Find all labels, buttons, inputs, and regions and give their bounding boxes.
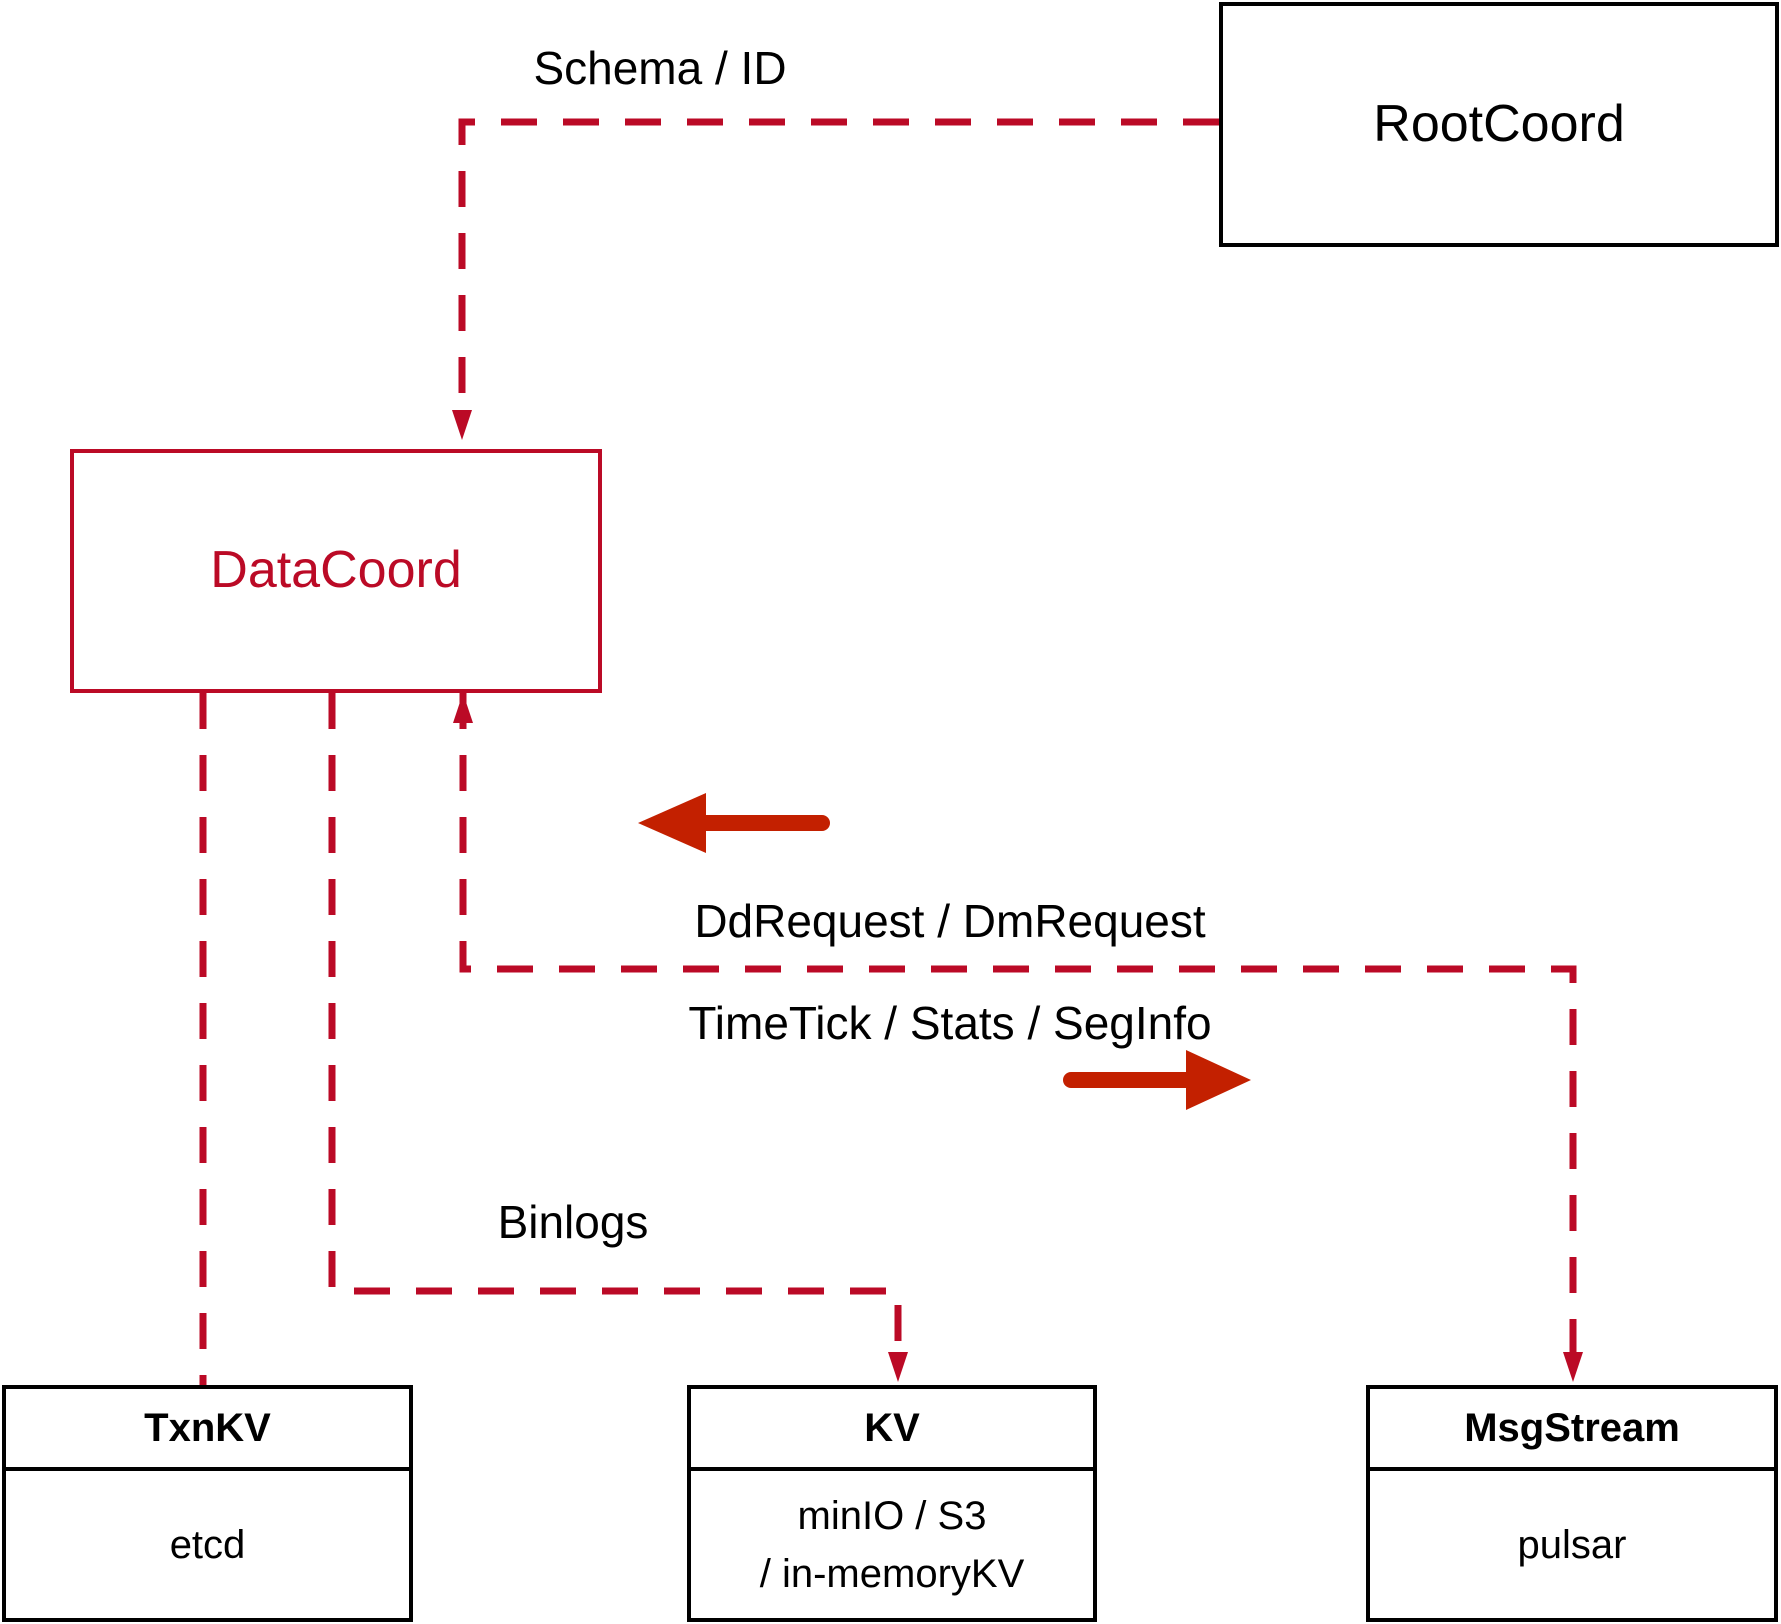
- edge-label-schema-id: Schema / ID: [533, 42, 787, 94]
- edge-schema-id: [452, 118, 1219, 440]
- datacoord-label: DataCoord: [210, 541, 462, 600]
- txnkv-title: TxnKV: [6, 1389, 409, 1471]
- rootcoord-label: RootCoord: [1373, 94, 1625, 153]
- kv-body-line-2: / in-memoryKV: [759, 1551, 1025, 1596]
- arrow-left-icon: [638, 793, 830, 853]
- edge-msgstream: [453, 693, 1583, 1382]
- arrow-down-icon-kv: [888, 1352, 908, 1382]
- node-rootcoord[interactable]: RootCoord: [1219, 2, 1779, 247]
- txnkv-body: etcd: [169, 1522, 246, 1567]
- arrow-right-icon: [1063, 1050, 1251, 1110]
- arrow-down-icon-msgstream: [1563, 1352, 1583, 1382]
- msgstream-title: MsgStream: [1370, 1389, 1774, 1471]
- edge-binlogs: [328, 693, 908, 1382]
- arrow-up-icon-datacoord: [453, 693, 473, 723]
- edge-label-binlogs: Binlogs: [497, 1196, 649, 1248]
- edge-label-ddrequest-dmrequest: DdRequest / DmRequest: [694, 895, 1206, 947]
- node-kv[interactable]: KV minIO / S3 / in-memoryKV: [687, 1385, 1097, 1622]
- node-msgstream[interactable]: MsgStream pulsar: [1366, 1385, 1778, 1622]
- kv-body: minIO / S3 / in-memoryKV: [691, 1471, 1093, 1618]
- arrow-down-icon-datacoord: [452, 410, 472, 440]
- node-datacoord[interactable]: DataCoord: [70, 449, 602, 693]
- edge-label-timetick-stats-seginfo: TimeTick / Stats / SegInfo: [688, 997, 1212, 1049]
- msgstream-body: pulsar: [1517, 1522, 1627, 1567]
- kv-title: KV: [691, 1389, 1093, 1471]
- node-txnkv[interactable]: TxnKV etcd: [2, 1385, 413, 1622]
- kv-body-line-1: minIO / S3: [797, 1493, 987, 1538]
